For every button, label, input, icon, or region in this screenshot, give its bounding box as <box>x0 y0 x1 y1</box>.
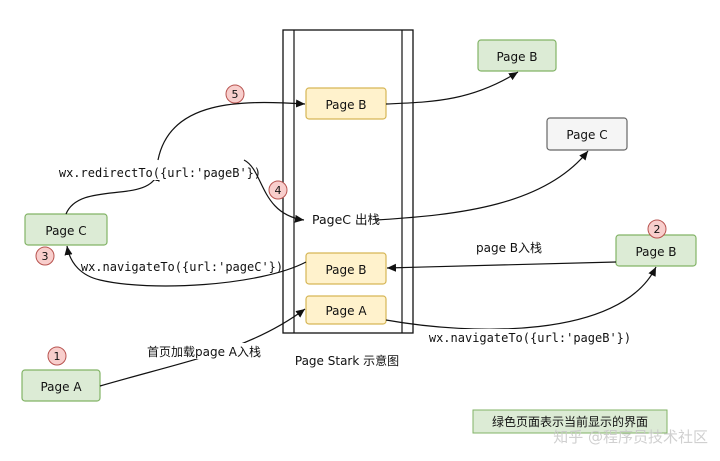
edge-page-b-right-to-stack <box>386 261 617 272</box>
edge-exit-to-page-c-right <box>375 150 589 221</box>
step-3: 3 <box>35 246 55 266</box>
svg-text:4: 4 <box>275 184 282 197</box>
step-4: 4 <box>268 180 288 200</box>
node-page-c-left: Page C <box>24 213 108 246</box>
page-stack <box>282 29 414 334</box>
svg-text:5: 5 <box>232 88 239 101</box>
label-page-b-push: page B入栈 <box>476 240 542 255</box>
edge-navigate-c <box>64 245 307 287</box>
node-page-c-right: Page C <box>546 117 628 151</box>
label-first-load: 首页加载page A入栈 <box>147 344 261 359</box>
step-2: 2 <box>647 219 667 239</box>
svg-text:3: 3 <box>42 250 49 263</box>
legend-note: 绿色页面表示当前显示的界面 <box>472 409 668 434</box>
svg-text:1: 1 <box>54 350 61 363</box>
stack-item-label: Page A <box>325 304 367 318</box>
edge-navigate-b <box>385 266 657 330</box>
step-5: 5 <box>225 84 245 104</box>
stack-item-page-a-bottom: Page A <box>305 295 387 325</box>
stack-item-page-b-middle: Page B <box>305 252 387 285</box>
stack-caption: Page Stark 示意图 <box>295 353 399 368</box>
label-navigate-c: wx.navigateTo({url:'pageC'}) <box>81 260 283 274</box>
node-page-b-top-right: Page B <box>477 39 557 72</box>
svg-text:Page C: Page C <box>45 224 86 238</box>
node-page-b-right: Page B <box>615 234 697 267</box>
svg-text:2: 2 <box>654 223 661 236</box>
svg-text:Page C: Page C <box>566 128 607 142</box>
stack-item-label: Page B <box>325 98 366 112</box>
stack-item-label: Page B <box>325 263 366 277</box>
watermark: 知乎 @程序员技术社区 <box>553 428 708 446</box>
label-navigate-b: wx.navigateTo({url:'pageB'}) <box>429 331 631 345</box>
svg-text:Page B: Page B <box>496 50 537 64</box>
stack-exit-label: PageC 出栈 <box>312 212 380 227</box>
svg-text:绿色页面表示当前显示的界面: 绿色页面表示当前显示的界面 <box>492 414 648 429</box>
label-redirect-b: wx.redirectTo({url:'pageB'}) <box>59 166 261 180</box>
step-1: 1 <box>47 346 67 366</box>
edge-page-c-to-redirect <box>65 171 160 215</box>
edge-stack-b-to-page-b-top <box>385 71 519 105</box>
node-page-a: Page A <box>21 369 101 402</box>
stack-item-page-b-top: Page B <box>305 87 387 120</box>
svg-text:Page A: Page A <box>40 380 82 394</box>
edge-redirect-to-exit <box>243 159 305 223</box>
edge-redirect-to-top <box>157 99 306 161</box>
svg-text:Page B: Page B <box>635 245 676 259</box>
